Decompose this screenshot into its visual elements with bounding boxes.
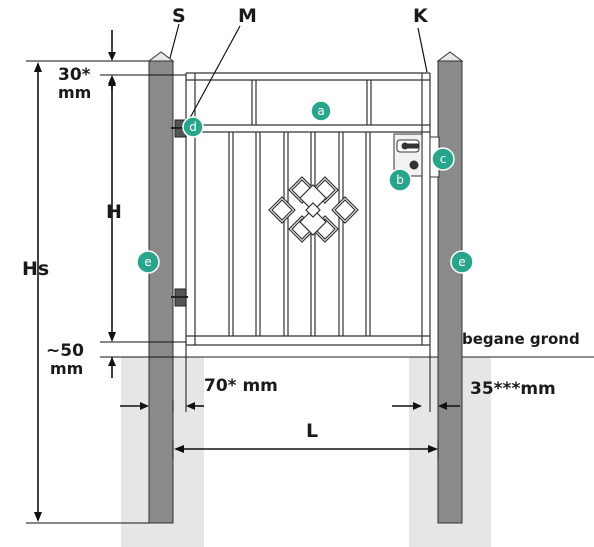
dim-bottom-gap (108, 357, 116, 378)
badge-e-left: e (136, 250, 160, 274)
badge-d: d (182, 116, 204, 138)
label-s: S (172, 5, 186, 27)
hinge-bottom (171, 288, 188, 307)
leader-s (169, 23, 180, 59)
label-bottom-gap-1: ~50 (46, 341, 84, 361)
dim-l (172, 440, 439, 458)
svg-text:c: c (440, 152, 447, 166)
badge-b: b (388, 168, 412, 192)
label-top-gap-1: 30* (58, 65, 91, 85)
dim-latch-gap (392, 345, 460, 412)
badge-c: c (431, 147, 455, 171)
label-latch-gap: 35***mm (470, 379, 556, 399)
leader-m (189, 25, 241, 119)
svg-text:a: a (317, 104, 324, 118)
label-ground: begane grond (462, 330, 580, 348)
label-k: K (413, 5, 429, 27)
label-hinge-gap: 70* mm (204, 376, 278, 396)
label-hs: Hs (22, 258, 49, 280)
leader-k (417, 27, 428, 73)
svg-text:e: e (144, 255, 151, 269)
badge-a: a (310, 100, 332, 122)
dim-hinge-gap (120, 345, 204, 412)
label-bottom-gap-2: mm (50, 359, 83, 378)
label-h: H (106, 201, 122, 223)
svg-text:b: b (396, 173, 404, 187)
gate-frame (185, 72, 431, 346)
badge-e-right: e (450, 250, 474, 274)
dim-h (108, 76, 116, 342)
diamond-ornament (268, 176, 359, 243)
label-l: L (306, 420, 318, 442)
label-m: M (238, 5, 257, 27)
svg-text:e: e (458, 255, 465, 269)
svg-text:d: d (189, 120, 197, 134)
label-top-gap-2: mm (58, 83, 91, 102)
dim-hs (34, 62, 42, 522)
post-left (147, 51, 175, 524)
post-right (436, 51, 464, 524)
